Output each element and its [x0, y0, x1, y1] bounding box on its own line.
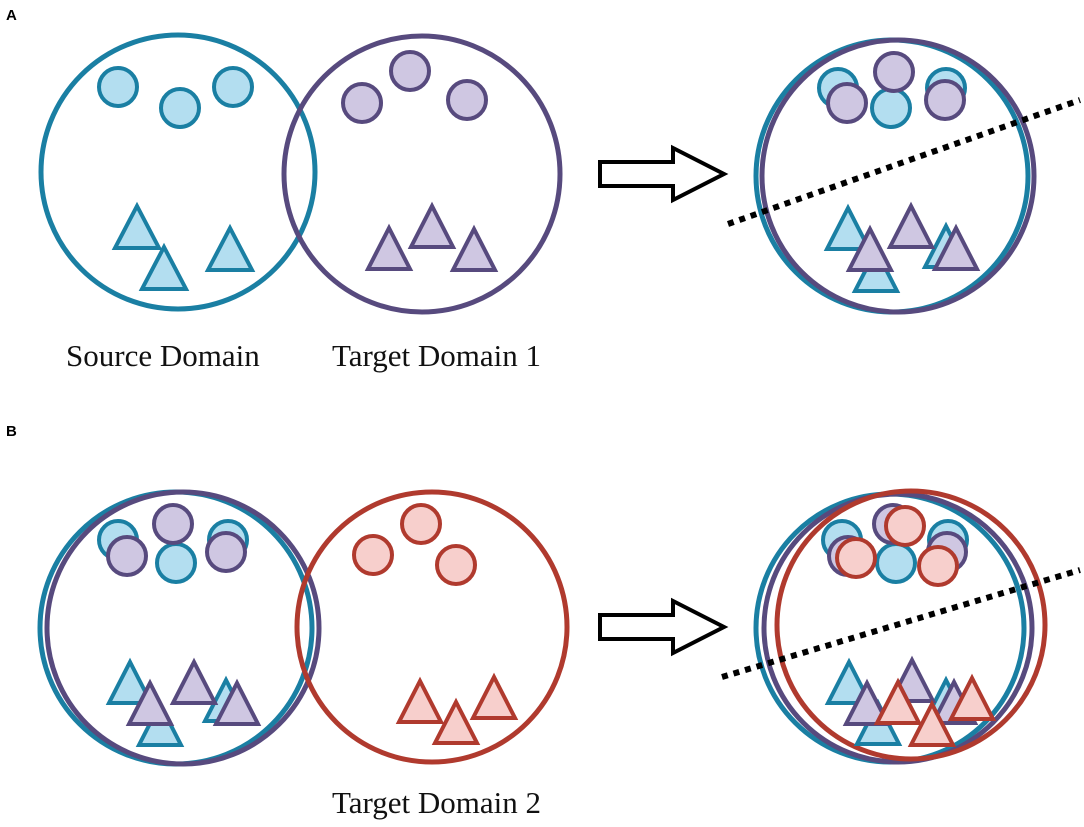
- source-triangle-sample: [138, 242, 190, 291]
- target1-circle-sample: [152, 503, 194, 545]
- target1-triangle-sample: [845, 224, 895, 272]
- source-circle-sample: [875, 542, 917, 584]
- target1-triangle-sample: [449, 224, 499, 272]
- target1-triangle-sample: [407, 201, 457, 249]
- aligned-target2-boundary: [774, 488, 1048, 762]
- target1-triangle-sample: [842, 678, 892, 726]
- target2-triangle-sample: [395, 676, 445, 724]
- source-domain-boundary: [38, 32, 318, 312]
- target2-circle-sample: [884, 505, 926, 547]
- source-circle-sample: [155, 542, 197, 584]
- target2-triangle-sample: [907, 699, 957, 747]
- source-triangle-sample: [823, 203, 873, 251]
- source-circle-sample: [159, 87, 201, 129]
- target-domain-1-boundary: [44, 489, 322, 767]
- target-domain-2-caption: Target Domain 2: [332, 785, 541, 820]
- target2-triangle-sample: [431, 697, 481, 745]
- target1-circle-sample: [389, 50, 431, 92]
- source-triangle-sample: [111, 201, 163, 250]
- target1-circle-sample: [341, 82, 383, 124]
- source-circle-sample: [870, 87, 912, 129]
- aligned-target1-triangles: [845, 201, 981, 272]
- aligned-target2-circles: [835, 505, 959, 587]
- dotted-decision-boundary-icon: [727, 97, 1081, 227]
- target2-circle-sample: [435, 544, 477, 586]
- combined-target1-circles: [106, 503, 247, 577]
- target2-triangle-samples: [395, 672, 519, 745]
- combined-target1-triangles: [125, 657, 262, 726]
- source-triangle-samples: [111, 201, 256, 291]
- source-domain-caption: Source Domain: [66, 338, 260, 373]
- hollow-right-arrow-icon: [598, 597, 729, 657]
- target1-circle-sample: [446, 79, 488, 121]
- hollow-right-arrow-icon: [598, 144, 729, 204]
- target2-circle-sample: [917, 545, 959, 587]
- target2-circle-sample: [400, 503, 442, 545]
- target-domain-1-boundary: [281, 33, 563, 315]
- target1-circle-sample: [106, 535, 148, 577]
- source-triangle-sample: [105, 657, 155, 705]
- target1-triangle-sample: [169, 657, 219, 705]
- target1-circle-sample: [924, 79, 966, 121]
- panel-b-label: B: [6, 423, 17, 440]
- aligned-target1-circles: [826, 51, 966, 124]
- source-circle-samples: [97, 66, 254, 129]
- target2-circle-sample: [835, 537, 877, 579]
- target2-triangle-sample: [947, 673, 997, 721]
- target2-triangle-sample: [469, 672, 519, 720]
- target1-circle-sample: [873, 51, 915, 93]
- target1-triangle-sample: [886, 201, 936, 249]
- target1-triangle-sample: [931, 223, 981, 271]
- dotted-decision-boundary-icon: [721, 567, 1081, 680]
- aligned-target2-triangles: [873, 673, 997, 747]
- aligned-target1-boundary: [759, 37, 1037, 315]
- source-triangle-sample: [824, 657, 874, 705]
- target1-circle-sample: [205, 531, 247, 573]
- source-triangle-sample: [204, 223, 256, 272]
- target2-circle-samples: [352, 503, 477, 586]
- source-circle-sample: [212, 66, 254, 108]
- target1-triangle-sample: [212, 678, 262, 726]
- panel-a-label: A: [6, 7, 17, 24]
- target-domain-1-caption: Target Domain 1: [332, 338, 541, 373]
- target1-circle-sample: [826, 82, 868, 124]
- target2-triangle-sample: [873, 677, 923, 725]
- source-circle-sample: [97, 66, 139, 108]
- target-domain-2-boundary: [294, 489, 570, 765]
- target1-triangle-sample: [364, 223, 414, 271]
- target1-triangle-samples: [364, 201, 499, 272]
- target2-circle-sample: [352, 534, 394, 576]
- target1-triangle-sample: [125, 678, 175, 726]
- target1-circle-samples: [341, 50, 488, 124]
